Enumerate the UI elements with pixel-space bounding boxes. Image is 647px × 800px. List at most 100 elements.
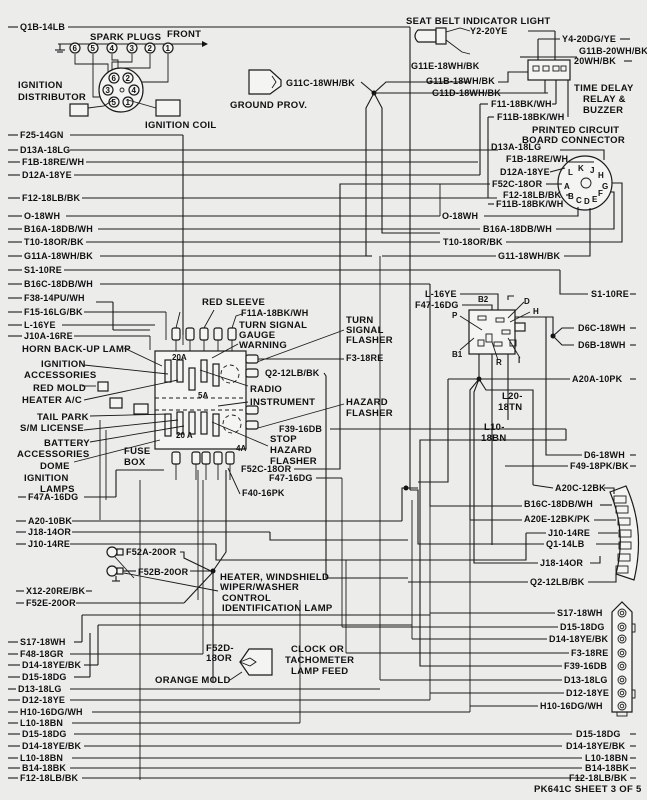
switch-terminal <box>501 329 511 335</box>
pcb-wire-o-18wh: O-18WH <box>442 211 478 221</box>
clock-feed-label-3: LAMP FEED <box>291 666 348 677</box>
wire-label-f3: F3-18RE <box>346 353 383 363</box>
connector-pin <box>617 675 627 685</box>
wire-label-d14-a: D14-18YE/BK <box>22 660 82 670</box>
pcb-pin-K: K <box>578 164 584 173</box>
hazard-flasher-label: HAZARD <box>346 397 388 408</box>
wire-label-g11b-18: G11B-18WH/BK <box>426 76 495 86</box>
pcb-wire-b16a: B16A-18DB/WH <box>483 224 552 234</box>
wire-label-l10-b: L10-18BN <box>20 753 63 763</box>
wire-label-f52b: F52B-20OR <box>138 567 189 577</box>
fuse <box>176 411 184 435</box>
wire-label-t10: T10-18OR/BK <box>24 237 84 247</box>
heater-control-label-3: CONTROL <box>222 593 271 604</box>
bulkhead-slot <box>615 505 629 514</box>
pcb-pin-A: A <box>564 182 570 191</box>
wire-label-f11b-top: F11B-18BK/WH <box>497 112 564 122</box>
red-mold-connector <box>97 381 109 392</box>
spark-plug-number: 2 <box>148 44 153 53</box>
wire-label-b14: B14-18BK <box>22 763 66 773</box>
distributor-terminal-number: 4 <box>132 86 137 95</box>
rc-wire-d15: D15-18DG <box>560 622 605 632</box>
switch-terminal <box>477 315 487 321</box>
wire-label-d15-b: D15-18DG <box>22 729 67 739</box>
ignition-distributor-label: IGNITION <box>18 80 63 91</box>
distributor-terminal-number: 1 <box>126 98 131 107</box>
fuse <box>200 411 208 435</box>
spark-plug-number: 3 <box>130 44 135 53</box>
wire-label-g11e: G11E-18WH/BK <box>411 61 480 71</box>
wire-label-j18: J18-14OR <box>28 527 71 537</box>
sheet-id: PK641C SHEET 3 OF 5 <box>534 784 642 795</box>
fuse-label-dome: DOME <box>40 461 70 472</box>
wire-label-q1b: Q1B-14LB <box>20 22 65 32</box>
wire-label-g11a: G11A-18WH/BK <box>24 251 93 261</box>
bulk-wire-q2: Q2-12LB/BK <box>530 577 585 587</box>
switch-terminal <box>485 333 493 343</box>
wire-l10-label-2: 18BN <box>481 433 507 444</box>
wire-label-b16c: B16C-18DB/WH <box>24 279 93 289</box>
wire-label-y4: Y4-20DG/YE <box>562 34 616 44</box>
fuse-box-bottom-connector <box>201 451 211 465</box>
fuse-label-sm-license: S/M LICENSE <box>20 423 84 434</box>
rc-wire-d14: D14-18YE/BK <box>549 634 609 644</box>
pcb-pin-H: H <box>598 171 604 180</box>
wire-label-f25: F25-14GN <box>20 130 64 140</box>
bulkhead-slot <box>617 517 631 526</box>
pcb-pin-F: F <box>598 189 603 198</box>
wire-label-f47: F47-16DG <box>269 473 313 483</box>
connector-pin <box>617 661 627 671</box>
wire-label-x12: X12-20RE/BK <box>26 586 86 596</box>
br-wire-b14: B14-18BK <box>585 763 629 773</box>
pcb-wire-g11: G11-18WH/BK <box>498 251 561 261</box>
switch-terminal <box>477 339 485 347</box>
wire-label-q2-mid: Q2-12LB/BK <box>265 368 320 378</box>
time-delay-label: TIME DELAY <box>574 83 634 94</box>
bottom-right-wires: D15-18DG D14-18YE/BK L10-18BN B14-18BK F… <box>534 729 642 795</box>
br-wire-l10: L10-18BN <box>585 753 628 763</box>
bulk-wire-b16c: B16C-18DB/WH <box>524 499 593 509</box>
fuse-box-group: RED SLEEVE F11A-18BK/WH 20A 5A 20 A 4A F… <box>17 183 566 579</box>
ignition-coil-label: IGNITION COIL <box>145 120 216 131</box>
wire-label-y2: Y2-20YE <box>470 26 507 36</box>
turn-signal-flasher-label-3: FLASHER <box>346 335 393 346</box>
distributor-terminal-3 <box>102 84 114 96</box>
switch-terminal <box>493 341 503 347</box>
switch-pin-b1: B1 <box>452 350 463 359</box>
distributor-terminal-1 <box>122 96 134 108</box>
connector-pin <box>617 634 627 644</box>
spark-plug-number: 6 <box>73 44 78 53</box>
wire-label-f15: F15-16LG/BK <box>24 307 83 317</box>
turn-signal-flasher-label-2: SIGNAL <box>346 325 384 336</box>
pcb-wire-d13a: D13A-18LG <box>491 142 541 152</box>
wire-label-f38: F38-14PU/WH <box>24 293 85 303</box>
switch-pin-p: P <box>452 311 458 320</box>
fuse-rating-5a: 5A <box>198 391 208 400</box>
wire-label-g11d: G11D-18WH/BK <box>432 88 501 98</box>
wire-label-l10-a: L10-18BN <box>20 718 63 728</box>
bulkhead-slot <box>613 495 627 504</box>
spark-plug-6 <box>69 42 81 54</box>
bulk-wire-a20c: A20C-12BK <box>555 483 606 493</box>
fuse-label-tail-park: TAIL PARK <box>37 412 89 423</box>
fuse <box>188 411 196 435</box>
trunk-wires <box>99 184 471 780</box>
wire-l20-label-2: 18TN <box>498 402 522 413</box>
pcb-pin-D: D <box>584 197 590 206</box>
rc-wire-f39: F39-16DB <box>564 661 607 671</box>
wire-label-a20a: A20A-10PK <box>572 374 623 384</box>
distributor-connector <box>69 103 89 117</box>
wire-label-f12: F12-18LB/BK <box>22 193 81 203</box>
distributor-terminal-number: 6 <box>112 74 117 83</box>
pcb-wire-f12: F12-18LB/BK <box>503 190 562 200</box>
distributor-terminal-number: 2 <box>126 74 131 83</box>
ground-prov-label: GROUND PROV. <box>230 100 307 111</box>
pcb-pin-J: J <box>590 166 594 175</box>
wire-label-l16ye-switch: L-16YE <box>425 289 457 299</box>
front-label: FRONT <box>167 29 201 40</box>
spark-plug-number: 5 <box>91 44 96 53</box>
fuse-label-hazard: HAZARD <box>270 445 312 456</box>
clock-feed-label-2: TACHOMETER <box>285 655 354 666</box>
connector-pin <box>617 608 627 618</box>
